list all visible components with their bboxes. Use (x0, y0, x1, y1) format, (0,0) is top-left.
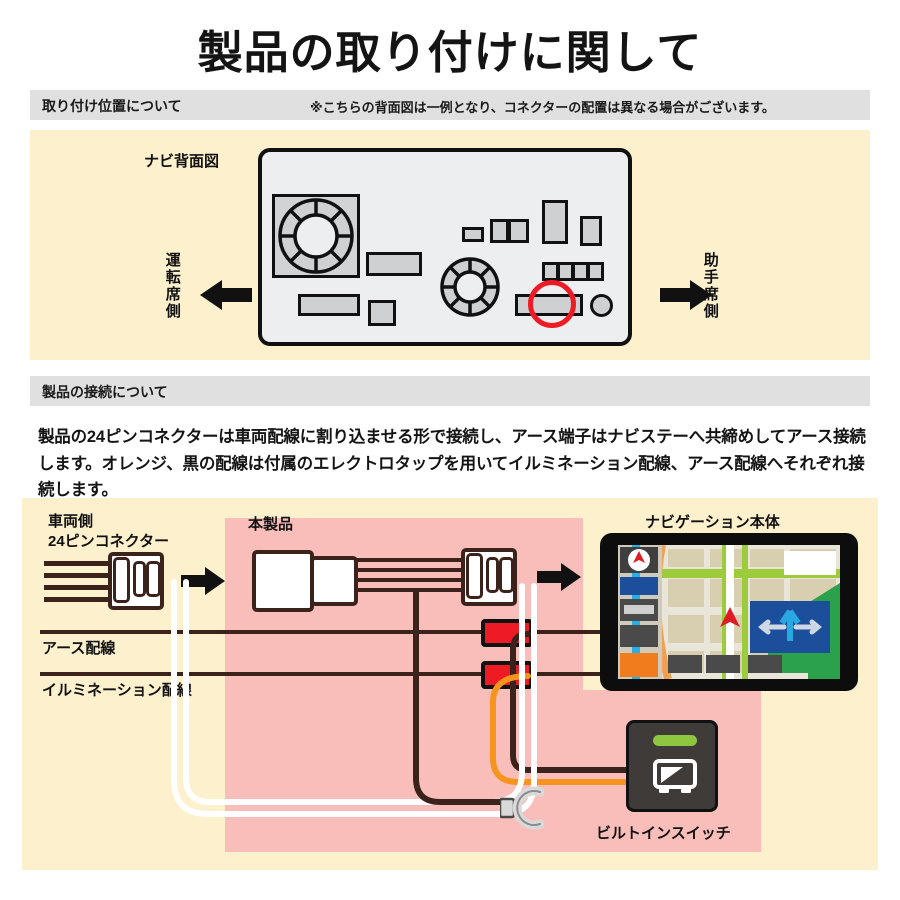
connector-strip-4 (587, 262, 604, 281)
ground-terminal-wire (413, 590, 515, 805)
cooling-fan-icon (278, 198, 354, 274)
connector-top-tall (542, 200, 568, 244)
connector-top-pair-a (490, 219, 509, 243)
connector-top-right (580, 216, 602, 246)
connector-left-bottom-square (368, 300, 396, 326)
builtin-switch[interactable] (626, 720, 718, 812)
vehicle-connector-label: 車両側 24ピンコネクター (48, 513, 170, 551)
ring-terminal-icon (500, 786, 545, 830)
vehicle-connector-key-mid (133, 561, 146, 597)
arrow-right-icon-to-navi (537, 563, 581, 591)
vehicle-wire-3 (44, 585, 110, 590)
arrow-right-icon-to-product (181, 567, 225, 595)
led-indicator-icon (653, 735, 697, 746)
section1-note: ※こちらの背面図は一例となり、コネクターの配置は異なる場合がございます。 (310, 100, 775, 115)
connector-round-center (440, 257, 500, 317)
page-title: 製品の取り付けに関して (197, 26, 703, 79)
navigation-unit-label: ナビゲーション本体 (645, 514, 780, 531)
product-output-key-mid (486, 557, 499, 593)
navigation-screen[interactable] (618, 545, 840, 679)
ground-wire-line (40, 630, 485, 634)
harness-wire-3 (356, 578, 478, 582)
vehicle-connector-key-right (146, 561, 161, 597)
arrow-left-icon (200, 280, 252, 310)
section-header-install-position: 取り付け位置について ※こちらの背面図は一例となり、コネクターの配置は異なる場合… (30, 90, 870, 120)
this-product-label: 本製品 (248, 516, 294, 533)
monitor-icon (653, 759, 697, 793)
connector-target-round (590, 294, 613, 317)
section2-body-text: 製品の24ピンコネクターは車両配線に割り込ませる形で接続し、アース端子はナビステ… (38, 428, 866, 500)
harness-wire-2 (356, 568, 478, 572)
builtin-switch-label: ビルトインスイッチ (596, 825, 731, 842)
ground-wire-label: アース配線 (42, 640, 116, 657)
vehicle-wire-2 (44, 573, 110, 578)
connector-left-bottom-wide (298, 294, 360, 316)
illumination-wire-line (40, 672, 485, 676)
navi-rear-panel (258, 148, 632, 346)
switch-orange-wire (490, 673, 700, 785)
red-circle-highlight-icon (528, 280, 576, 328)
section1-title: 取り付け位置について (42, 98, 182, 114)
connector-top-pair-b (508, 219, 529, 243)
product-connector-female (252, 550, 314, 612)
vehicle-wire-1 (44, 561, 110, 566)
connector-top-tiny (462, 227, 484, 242)
vehicle-wire-4 (44, 597, 110, 602)
harness-wire-1 (356, 558, 478, 562)
vehicle-connector-key-left (113, 557, 130, 603)
passenger-side-label: 助手席側 (701, 252, 719, 320)
navigation-unit (600, 533, 858, 691)
illumination-wire-label: イルミネーション配線 (42, 682, 192, 699)
ground-to-navi-wire (531, 630, 653, 634)
product-output-key-right (499, 557, 514, 593)
section-header-product-connection: 製品の接続について (30, 376, 870, 406)
driver-side-label: 運転席側 (163, 252, 181, 320)
section2-title: 製品の接続について (42, 384, 168, 400)
connector-left-mid (366, 252, 422, 276)
product-output-key-left (466, 553, 483, 599)
illumination-to-navi-wire (531, 672, 653, 676)
map-graphic (618, 545, 840, 679)
arrow-right-icon (660, 280, 712, 310)
navi-rear-view-label: ナビ背面図 (144, 153, 220, 170)
